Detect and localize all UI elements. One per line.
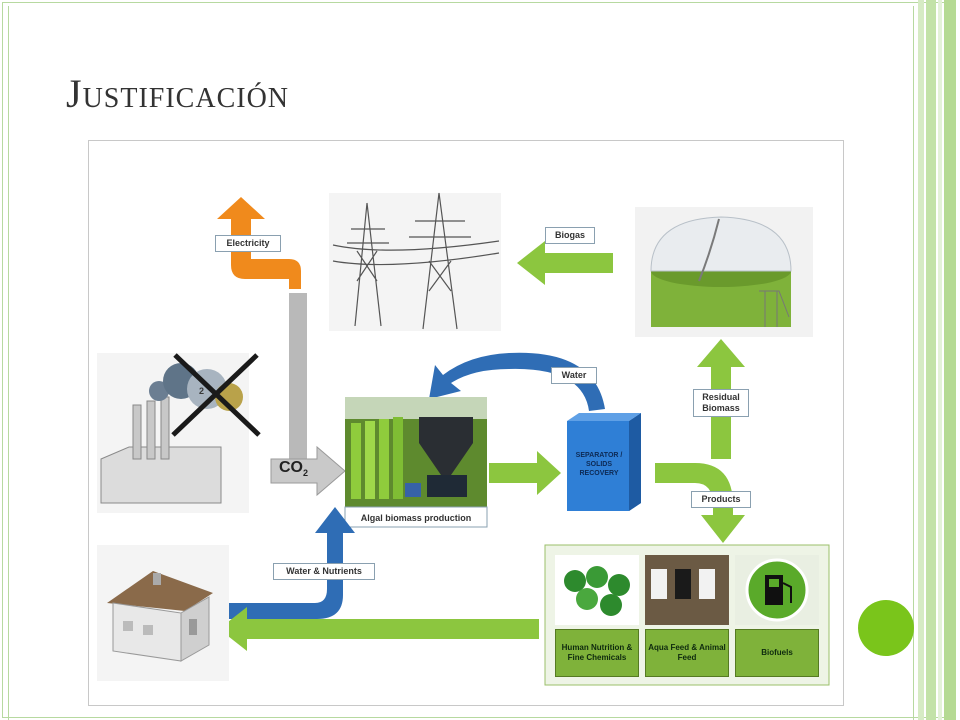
separator-unit-icon bbox=[567, 413, 641, 511]
separator-label: SEPARATOR / SOLIDS RECOVERY bbox=[575, 452, 623, 477]
algal-production-label: Algal biomass production bbox=[360, 513, 472, 523]
electricity-label: Electricity bbox=[215, 235, 281, 252]
decorative-stripes bbox=[918, 0, 960, 720]
biogas-digester-icon bbox=[635, 207, 813, 337]
power-lines-icon bbox=[329, 192, 501, 331]
crossed-co2-label: 2 bbox=[199, 385, 205, 396]
house-icon bbox=[97, 545, 229, 681]
co2-pipe bbox=[270, 293, 346, 497]
residual-biomass-label: Residual Biomass bbox=[693, 389, 749, 417]
products-arrow bbox=[655, 463, 745, 543]
return-to-house-arrow bbox=[219, 607, 539, 651]
algae-biorefinery-diagram: Electricity Biogas Water Residual Biomas… bbox=[88, 140, 844, 706]
product-label-human-nutrition: Human Nutrition & Fine Chemicals bbox=[555, 629, 639, 677]
biogas-label: Biogas bbox=[545, 227, 595, 244]
diagram-graphics bbox=[97, 192, 830, 686]
biogas-arrow bbox=[517, 241, 613, 285]
products-label: Products bbox=[691, 491, 751, 508]
factory-icon bbox=[97, 353, 261, 513]
product-label-aqua-feed: Aqua Feed & Animal Feed bbox=[645, 629, 729, 677]
product-label-biofuels: Biofuels bbox=[735, 629, 819, 677]
water-label: Water bbox=[551, 367, 597, 384]
to-separator-arrow bbox=[489, 451, 561, 495]
co2-label: CO2 bbox=[279, 459, 309, 479]
slide-title: Justificación bbox=[66, 71, 290, 116]
electricity-arrow bbox=[217, 197, 301, 289]
algal-photobioreactor-image bbox=[344, 397, 488, 528]
accent-dot bbox=[858, 600, 914, 656]
water-nutrients-label: Water & Nutrients bbox=[273, 563, 375, 580]
slide-inner-frame bbox=[8, 6, 914, 720]
